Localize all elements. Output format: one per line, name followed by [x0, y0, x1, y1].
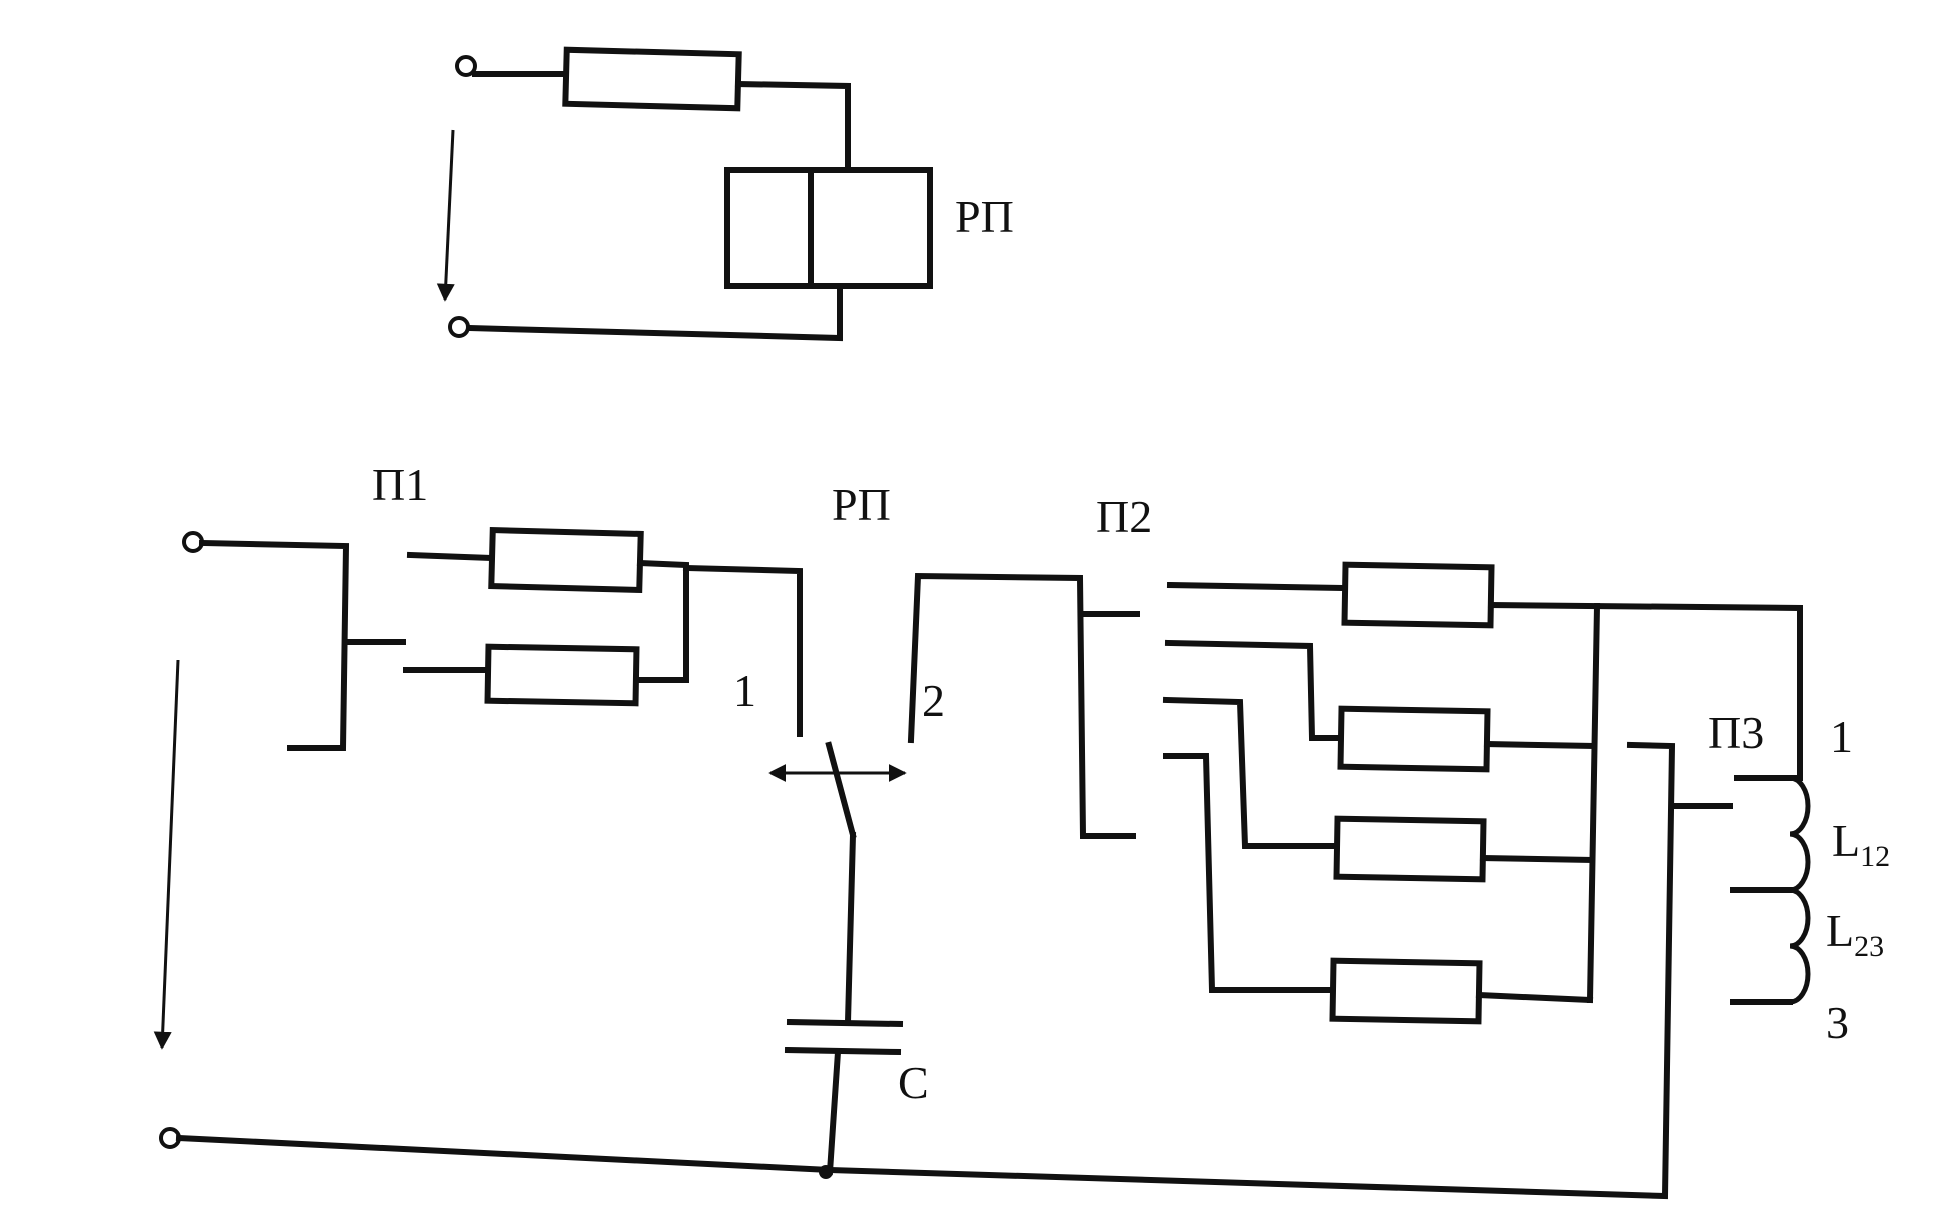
top-wire-return: [464, 283, 843, 342]
inductor-coil: [1789, 775, 1811, 1005]
p2-resistor-2: [1337, 705, 1491, 773]
p2-resistor-1: [1341, 561, 1495, 629]
top-return-terminal: [448, 316, 470, 338]
p2-vertical-bus: [1586, 602, 1601, 1004]
relay-moving-contact: [825, 741, 857, 839]
p1-label: П1: [372, 459, 428, 510]
capacitor-lower-lead: [826, 1048, 842, 1176]
switch-p2: [1162, 581, 1344, 993]
main-circuit: П1 РП 1 2 C П2: [153, 459, 1890, 1200]
coil-tap-1-label: 1: [1830, 711, 1853, 762]
switch-p1: [198, 539, 496, 751]
input-voltage-arrow: [153, 659, 180, 1050]
p1-resistors-right-bus: [633, 559, 689, 683]
contact-2-wire: [907, 572, 1136, 839]
relay-label-bottom: РП: [832, 479, 891, 530]
p2-label: П2: [1096, 491, 1152, 542]
capacitor-label: C: [898, 1057, 929, 1108]
top-resistor: [562, 46, 742, 112]
relay-coil-body: [724, 167, 933, 289]
coil-tap-3-label: 3: [1826, 997, 1849, 1048]
inductor-l23-label: L23: [1826, 905, 1884, 963]
p1-resistor-lower: [484, 643, 640, 707]
p2-resistor-4: [1329, 957, 1483, 1025]
bottom-bus: [175, 741, 1676, 1200]
capacitor-plate-upper: [786, 1018, 904, 1028]
p3-label: П3: [1708, 707, 1764, 758]
relay-coil-circuit: РП: [436, 46, 1014, 342]
top-wire-to-relay: [734, 80, 851, 173]
relay-label-top: РП: [955, 191, 1014, 242]
top-input-terminal: [455, 55, 477, 77]
p1-resistor-upper: [488, 526, 644, 594]
capacitor-upper-lead: [844, 831, 857, 1026]
capacitor-plate-lower: [784, 1046, 902, 1056]
contact-2-label: 2: [922, 675, 945, 726]
inductor-l12-label: L12: [1832, 815, 1890, 873]
contact-1-label: 1: [733, 665, 756, 716]
p2-resistor-3: [1333, 815, 1487, 883]
wire-to-contact-1: [682, 564, 803, 737]
bottom-junction: [819, 1165, 833, 1179]
top-voltage-arrow: [436, 129, 455, 302]
